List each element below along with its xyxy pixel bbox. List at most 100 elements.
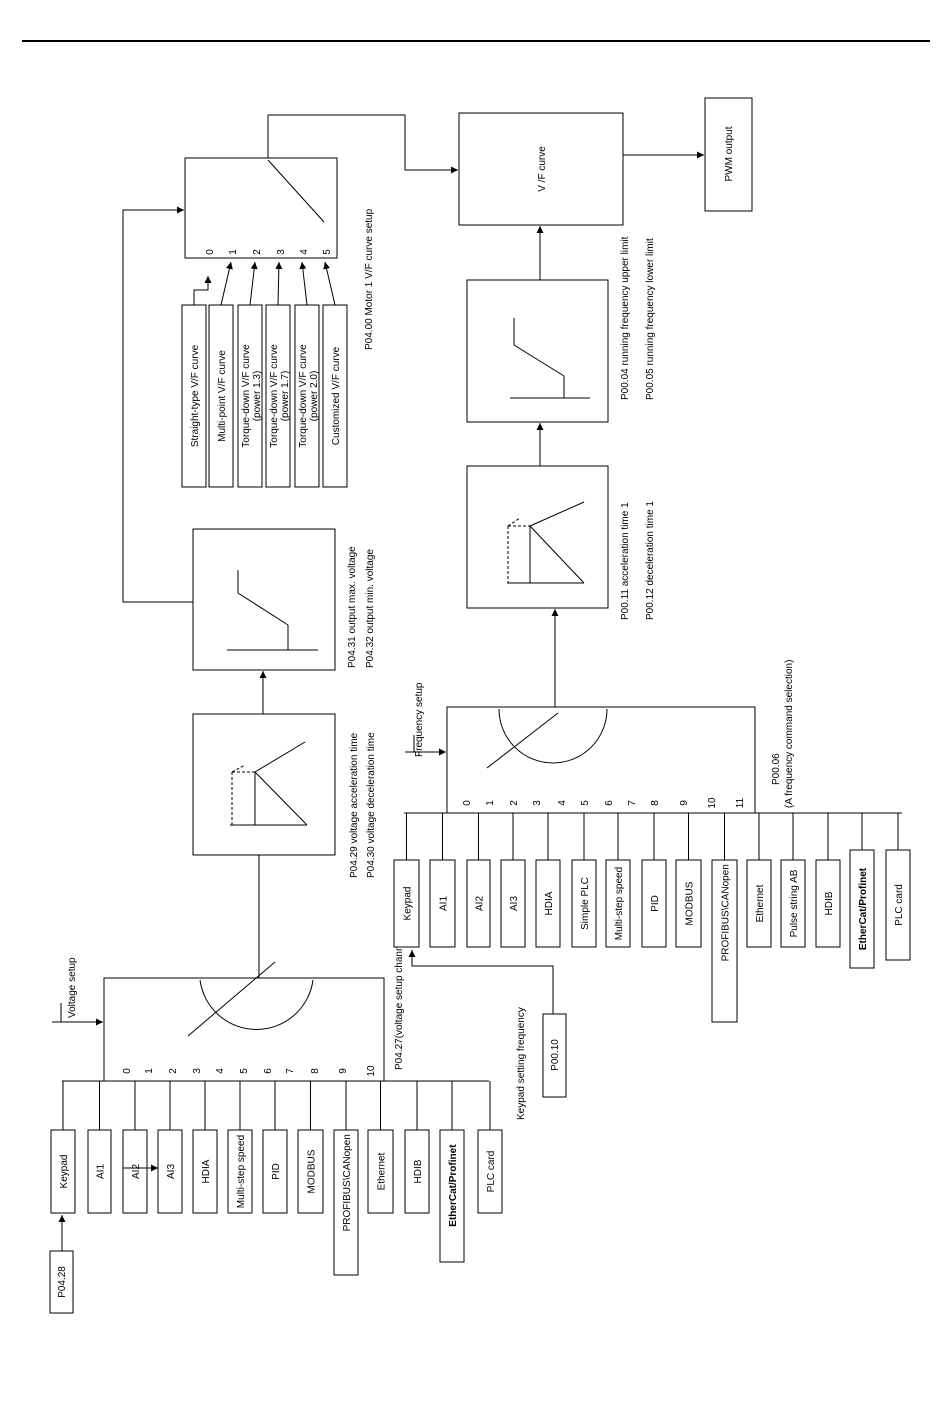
vf-curve-number: 2 <box>252 249 263 255</box>
voltage-channel-number: 1 <box>144 1068 155 1074</box>
vf-curve-number: 0 <box>205 249 216 255</box>
frequency-channel-number: 6 <box>604 800 615 806</box>
output-section: V /F curve PWM output <box>458 97 753 226</box>
voltage-channel-number: 8 <box>310 1068 321 1074</box>
vf-curve-selector <box>184 157 338 259</box>
frequency-source-box <box>535 859 561 948</box>
frequency-channel-number: 1 <box>485 800 496 806</box>
frequency-source-box <box>393 859 420 948</box>
keypad-frequency-arrow <box>408 950 554 1014</box>
vf-curve-label-line: Torque-down V/F curve <box>269 344 280 448</box>
vf-curve-label-line: Customized V/F curve <box>331 346 342 445</box>
frequency-source-label: PROFIBUS\CANopen <box>721 864 732 961</box>
voltage-source-label: PID <box>271 1163 282 1180</box>
frequency-selector-arc <box>498 708 608 764</box>
voltage-keypad-param-box <box>49 1250 74 1314</box>
frequency-source-box <box>605 859 631 948</box>
voltage-source-label: Ethernet <box>377 1152 388 1190</box>
voltage-source-box <box>439 1129 465 1263</box>
vf-curve-box <box>458 112 624 226</box>
frequency-source-box <box>849 849 875 969</box>
voltage-ramp-slope <box>254 771 308 826</box>
voltage-setup-label: Voltage setup <box>67 957 78 1018</box>
frequency-keypad-param: P00.10 <box>550 1039 561 1071</box>
vf-curve-connector <box>323 261 336 306</box>
vf-curve-number: 4 <box>299 249 310 255</box>
vf-setup-to-vf-arrow <box>267 114 458 174</box>
vf-curve-label: Customized V/F curve <box>331 346 342 445</box>
voltage-source-box <box>262 1129 288 1214</box>
frequency-source-label: PID <box>650 895 661 912</box>
voltage-accel-param: P04.29 voltage acceleration time <box>349 732 360 878</box>
voltage-source-label: AI3 <box>166 1164 177 1179</box>
vf-curve-number: 1 <box>228 249 239 255</box>
vf-curve-number: 3 <box>276 249 287 255</box>
voltage-selector-arc <box>199 979 314 1030</box>
voltage-keypad-param: P04.28 <box>57 1266 68 1298</box>
vf-curve-box <box>294 304 320 488</box>
voltage-max-param: P04.31 output max. voltage <box>347 546 358 668</box>
voltage-source-box <box>477 1129 503 1214</box>
vf-curve-label: Multi-point V/F curve <box>217 350 228 442</box>
frequency-accel-decel-box <box>466 465 609 609</box>
voltage-channel-number: 9 <box>338 1068 349 1074</box>
frequency-source-box <box>780 859 806 948</box>
voltage-source-box <box>87 1129 112 1214</box>
voltage-channel-number: 10 <box>366 1065 377 1077</box>
voltage-source-box <box>333 1129 359 1276</box>
voltage-channel-selector <box>103 977 385 1082</box>
voltage-source-box <box>50 1129 76 1214</box>
voltage-ramp-dash-slope <box>231 764 246 773</box>
frequency-source-label: Pulse string AB <box>789 869 800 937</box>
voltage-source-box <box>192 1129 218 1214</box>
frequency-source-box <box>885 849 911 961</box>
frequency-source-label: Ethernet <box>755 884 766 922</box>
vf-curve-label-line: Torque-down V/F curve <box>241 344 252 448</box>
frequency-limit-box <box>466 279 609 423</box>
voltage-limit-box <box>192 528 336 671</box>
voltage-source-box <box>122 1129 148 1214</box>
frequency-source-label: AI1 <box>439 896 450 911</box>
keypad-setting-frequency-label: Keypad setting frequency <box>516 1007 527 1120</box>
frequency-channel-number: 5 <box>580 800 591 806</box>
vf-setup-param: P04.00 Motor 1 V/F curve setup <box>364 208 375 350</box>
vf-curve-connector <box>220 261 233 306</box>
voltage-channel-number: 7 <box>285 1068 296 1074</box>
vf-curve-label: Torque-down V/F curve(power 2.0) <box>298 344 320 448</box>
voltage-channel-number: 2 <box>168 1068 179 1074</box>
vf-curve-connector <box>193 276 212 305</box>
frequency-source-box <box>675 859 702 948</box>
frequency-channel-number: 2 <box>509 800 520 806</box>
voltage-source-box <box>227 1129 253 1214</box>
frequency-channel-number: 4 <box>557 800 568 806</box>
vf-curve-label: V /F curve <box>537 146 548 192</box>
frequency-source-label: HDIB <box>824 891 835 915</box>
frequency-source-label: AI2 <box>475 896 486 911</box>
frequency-source-box <box>711 859 738 1023</box>
voltage-source-box <box>404 1129 430 1214</box>
voltage-source-box <box>157 1129 183 1214</box>
voltage-source-label: PLC card <box>486 1151 497 1193</box>
frequency-source-box <box>815 859 841 948</box>
voltage-source-label: HDIA <box>201 1159 212 1183</box>
voltage-accel-decel-box <box>192 713 336 856</box>
voltage-source-box <box>297 1129 324 1214</box>
frequency-source-label: MODBUS <box>685 881 696 925</box>
voltage-decel-param: P04.30 voltage deceleration time <box>366 732 377 878</box>
pwm-output-box <box>704 97 753 212</box>
frequency-source-box <box>466 859 491 948</box>
vf-curve-connector <box>299 261 308 306</box>
frequency-source-label: AI3 <box>509 896 520 911</box>
frequency-source-label: Keypad <box>403 887 414 921</box>
frequency-channel-number: 9 <box>679 800 690 806</box>
frequency-source-box <box>641 859 667 948</box>
frequency-channel-number: 11 <box>735 797 746 808</box>
frequency-accel-param: P00.11 acceleration time 1 <box>620 502 631 620</box>
frequency-source-label: EtherCat/Profinet <box>858 867 869 950</box>
